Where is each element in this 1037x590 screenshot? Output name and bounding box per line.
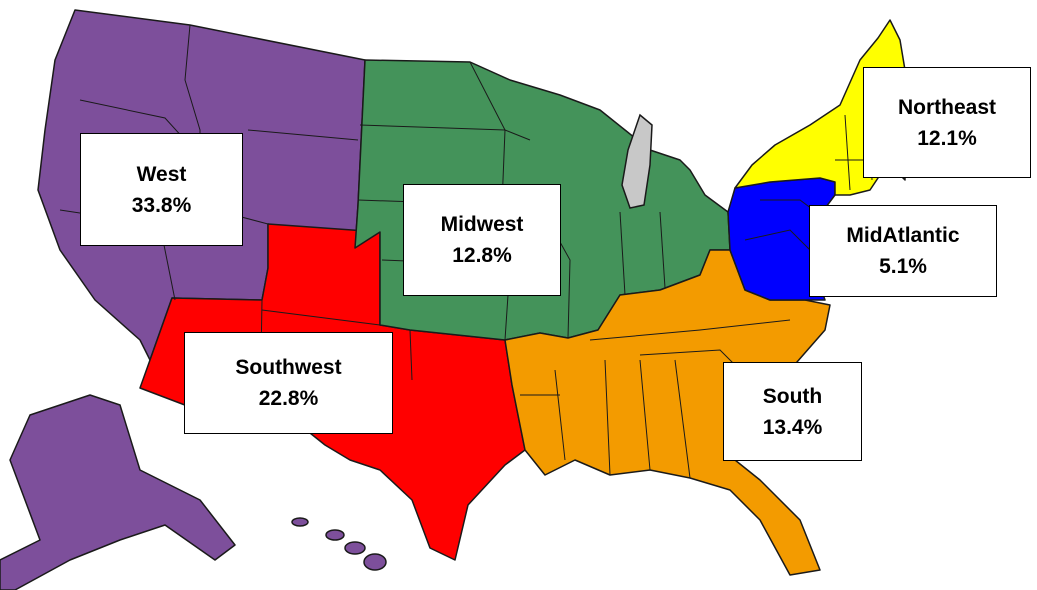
label-northeast-name: Northeast — [897, 95, 997, 119]
region-alaska — [0, 394, 236, 590]
label-midwest: Midwest 12.8% — [403, 184, 561, 296]
label-southwest: Southwest 22.8% — [184, 332, 393, 434]
label-northeast: Northeast 12.1% — [863, 67, 1031, 178]
label-west-percent: 33.8% — [131, 193, 192, 217]
label-west: West 33.8% — [80, 133, 243, 246]
label-southwest-name: Southwest — [235, 356, 342, 379]
great-lake-michigan — [621, 113, 653, 209]
label-midatlantic-name: MidAtlantic — [846, 224, 960, 247]
label-south-percent: 13.4% — [762, 415, 823, 439]
label-south: South 13.4% — [723, 362, 862, 461]
label-midatlantic-percent: 5.1% — [879, 255, 927, 278]
label-south-name: South — [762, 384, 823, 408]
region-hawaii — [291, 517, 387, 571]
label-midwest-percent: 12.8% — [452, 244, 512, 267]
label-midwest-name: Midwest — [440, 213, 524, 236]
label-southwest-percent: 22.8% — [258, 387, 319, 410]
label-west-name: West — [136, 162, 187, 186]
label-northeast-percent: 12.1% — [917, 126, 977, 150]
label-midatlantic: MidAtlantic 5.1% — [809, 205, 997, 297]
